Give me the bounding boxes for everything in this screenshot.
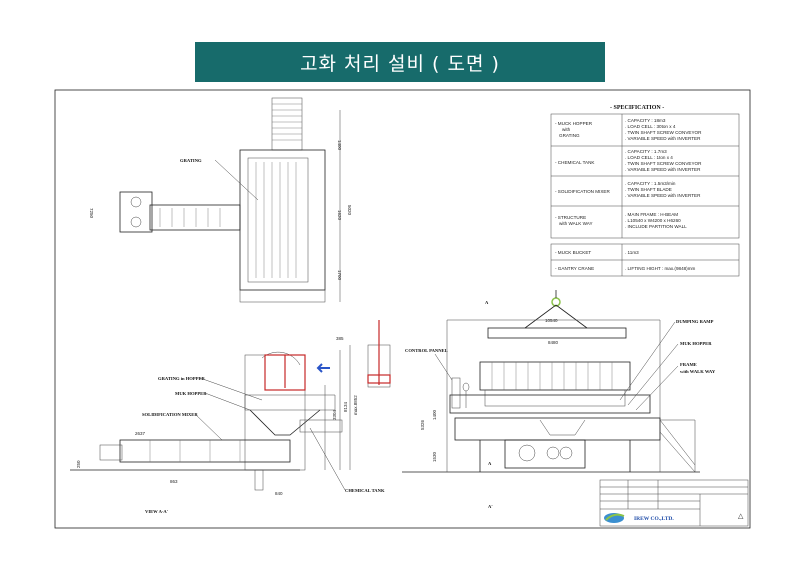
dim-863: 863: [170, 479, 178, 484]
crane-hook-icon: [551, 297, 561, 307]
dim-8134: 8134: [343, 401, 348, 412]
spec-row-muck-hopper: - MUCK HOPPER with GRATING . CAPACITY : …: [555, 118, 702, 141]
svg-text:. 11m3: . 11m3: [625, 250, 639, 255]
svg-text:. CAPACITY : 18m3: . CAPACITY : 18m3: [625, 118, 666, 123]
dim-250: 250: [76, 460, 81, 468]
dim-840: 840: [275, 491, 283, 496]
muk-hopper-front-label: MUK HOPPER: [680, 341, 712, 346]
svg-text:. L10540 x W4200 x H6260: . L10540 x W4200 x H6260: [625, 218, 681, 223]
frame-walkway-label: with WALK WAY: [680, 369, 716, 374]
svg-text:- MUCK HOPPER: - MUCK HOPPER: [555, 121, 593, 126]
title-block: IREW CO.,LTD. △: [599, 479, 749, 527]
svg-text:. VARIABLE SPEED with INVERTER: . VARIABLE SPEED with INVERTER: [625, 193, 701, 198]
dim-7250: 7250: [89, 208, 94, 219]
dim-3304: 3304: [332, 409, 337, 420]
specification-table: - SPECIFICATION - - MUCK HOPPER with GRA…: [550, 105, 740, 277]
control-panel-label: CONTROL PANNEL: [405, 348, 448, 353]
dim-1400-front: 1400: [432, 409, 437, 420]
svg-text:with: with: [562, 127, 571, 132]
dim-385: 385: [336, 336, 344, 341]
svg-text:with WALK WAY: with WALK WAY: [559, 221, 593, 226]
dim-8480: 8480: [548, 340, 559, 345]
dim-2637: 2637: [135, 431, 146, 436]
plan-view: GRATING 1400 1620 1700 7250 5020: [89, 97, 352, 303]
svg-text:. TWIN SHAFT SCREW CONVEYOR: . TWIN SHAFT SCREW CONVEYOR: [625, 130, 702, 135]
svg-text:. VARIABLE SPEED with INVERTER: . VARIABLE SPEED with INVERTER: [625, 136, 701, 141]
section-mark-a-top: A: [485, 300, 489, 305]
dumping-ramp-label: DUMPING RAMP: [676, 319, 714, 324]
spec-row-solidification-mixer: - SOLIDIFICATION MIXER . CAPACITY : 1.5m…: [555, 181, 701, 198]
side-view: GRATING in HOPPER MUK HOPPER SOLIDIFICAT…: [70, 320, 391, 514]
svg-text:. CAPACITY : 1.5m3/min: . CAPACITY : 1.5m3/min: [625, 181, 676, 186]
page-title: 고화 처리 설비 ( 도면 ): [300, 52, 500, 75]
spec-muck-bucket: - MUCK BUCKET: [555, 250, 591, 255]
svg-text:. CAPACITY : 1.7m3: . CAPACITY : 1.7m3: [625, 149, 667, 154]
svg-text:. INCLUDE PARTITION WALL: . INCLUDE PARTITION WALL: [625, 224, 687, 229]
svg-text:. LIFTING HIGHT : max.(9848)mm: . LIFTING HIGHT : max.(9848)mm: [625, 266, 696, 271]
svg-text:- CHEMICAL TANK: - CHEMICAL TANK: [555, 160, 595, 165]
dim-5020: 5020: [347, 205, 352, 216]
dim-1400: 1400: [337, 140, 342, 151]
company-name: IREW CO.,LTD.: [634, 516, 674, 522]
grating-in-hopper-label: GRATING in HOPPER: [158, 376, 206, 381]
spec-row-chemical-tank: - CHEMICAL TANK . CAPACITY : 1.7m3 . LOA…: [555, 149, 702, 172]
svg-text:. VARIABLE SPEED with INVERTER: . VARIABLE SPEED with INVERTER: [625, 167, 701, 172]
dim-1530: 1530: [432, 451, 437, 462]
page-title-banner: 고화 처리 설비 ( 도면 ): [195, 42, 605, 82]
dim-1620: 1620: [337, 210, 342, 221]
svg-text:. LOAD CELL : 30ton x 4: . LOAD CELL : 30ton x 4: [625, 124, 676, 129]
svg-text:- SOLIDIFICATION MIXER: - SOLIDIFICATION MIXER: [555, 189, 610, 194]
section-mark-a-mid: A: [488, 461, 492, 466]
spec-row-structure: - STRUCTURE with WALK WAY . MAIN FRAME :…: [555, 212, 687, 229]
muk-hopper-label: MUK HOPPER: [175, 391, 207, 396]
front-view: CONTROL PANNEL DUMPING RAMP MUK HOPPER F…: [402, 290, 716, 509]
spec-gantry-crane: - GANTRY CRANE: [555, 266, 594, 271]
dim-1700: 1700: [337, 270, 342, 281]
section-mark-a-prime: A': [488, 504, 493, 509]
dim-max8852: max.8852: [353, 395, 358, 415]
drawing-frame: [54, 89, 751, 529]
view-label: VIEW A-A': [145, 509, 168, 514]
dim-10540: 10540: [545, 318, 558, 323]
solidification-mixer-label: SOLIDIFICATION MIXER: [142, 412, 198, 417]
svg-text:. MAIN FRAME : H-BEAM: . MAIN FRAME : H-BEAM: [625, 212, 678, 217]
frame-label: FRAME: [680, 362, 697, 367]
svg-text:. LOAD CELL : 1ton x 4: . LOAD CELL : 1ton x 4: [625, 155, 673, 160]
svg-text:- STRUCTURE: - STRUCTURE: [555, 215, 586, 220]
revision-triangle: △: [738, 513, 744, 520]
svg-text:. TWIN SHAFT BLADE: . TWIN SHAFT BLADE: [625, 187, 672, 192]
specification-title: - SPECIFICATION -: [610, 105, 664, 111]
arrow-icon: [316, 363, 330, 373]
svg-text:. TWIN SHAFT SCREW CONVEYOR: . TWIN SHAFT SCREW CONVEYOR: [625, 161, 702, 166]
chemical-tank-label: CHEMICAL TANK: [345, 488, 385, 493]
svg-text:GRATING: GRATING: [559, 133, 580, 138]
dim-5326: 5326: [420, 419, 425, 430]
grating-label: GRATING: [180, 158, 202, 163]
